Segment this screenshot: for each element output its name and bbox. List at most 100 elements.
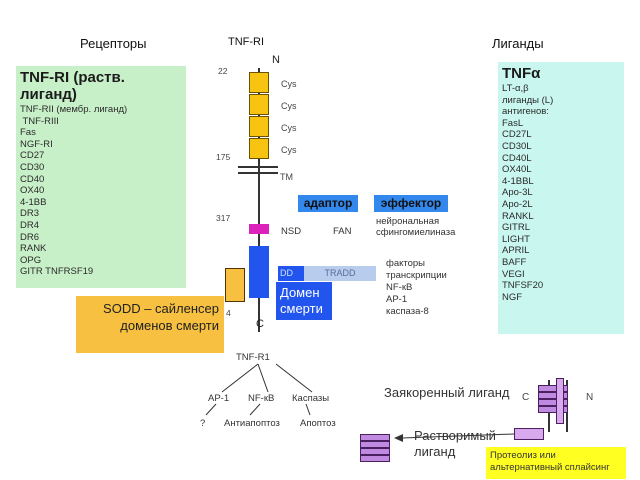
receptors-header: Рецепторы (80, 36, 147, 51)
ligand-list-item: FasL (502, 117, 524, 129)
ligand-box-title: TNFα (502, 65, 541, 82)
tree-root: TNF-R1 (236, 352, 270, 363)
ligand-list-item: GITRL (502, 222, 530, 234)
ligand-list-item: 4-1BBL (502, 175, 534, 187)
sodd-box: SODD – сайленсер доменов смерти (76, 296, 224, 353)
ligand-list-item: LT-α,β (502, 83, 529, 94)
residue-317: 317 (216, 213, 231, 223)
tm-label: TM (280, 172, 293, 182)
anchored-ligand-label: Заякоренный лиганд (384, 385, 510, 400)
fan-label: FAN (333, 226, 352, 237)
transcription-factor-item: AP-1 (386, 294, 408, 305)
ligand-list-item: лиганды (L) (502, 94, 554, 106)
anchored-stalk (556, 378, 564, 424)
tree-lines (221, 363, 313, 393)
soluble-arrow (394, 433, 515, 442)
receptor-list-item: CD30 (20, 161, 45, 173)
ligand-list-item: CD40L (502, 152, 532, 164)
c-terminus-label: C (256, 318, 264, 330)
cys-label-1: Cys (281, 79, 297, 89)
receptor-list-item: OPG (20, 254, 42, 266)
membrane-line-2 (238, 172, 278, 174)
ligand-list-item: LIGHT (502, 233, 530, 245)
receptor-list-item: OX40 (20, 185, 45, 197)
adaptor-label: адаптор (298, 195, 358, 212)
death-domain-label: Домен смерти (276, 282, 332, 320)
receptor-list-item: TNF-RII (мембр. лиганд) (20, 104, 128, 115)
cys-label-3: Cys (281, 123, 297, 133)
anchored-ligand-unit-2 (538, 392, 568, 399)
receptor-list-item: RANK (20, 243, 47, 255)
receptor-list-item: Fas (20, 127, 36, 139)
receptor-list-item: DR6 (20, 231, 40, 243)
receptor-list-box: TNF-RI (раств. лиганд) TNF-RII (мембр. л… (16, 66, 186, 288)
tradd-label: TRADD (304, 266, 376, 281)
n-terminus-label: N (272, 54, 280, 66)
dd-label: DD (278, 266, 304, 281)
proteolysis-label: Протеолиз или альтернативный сплайсинг (490, 450, 610, 473)
ligand-list-item: OX40L (502, 164, 532, 176)
ligands-header: Лиганды (492, 36, 544, 51)
receptor-list-item: TNF-RIII (20, 115, 59, 127)
receptor-list-item: DR4 (20, 219, 40, 231)
outcome-unknown: ? (200, 418, 206, 429)
ligand-list-item: Apo-2L (502, 198, 533, 210)
transcription-factor-item: каспаза-8 (386, 306, 429, 317)
ligand-list-item: VEGI (502, 268, 525, 280)
outcome-arrows (205, 403, 311, 416)
outcome-antiapoptosis: Антиапоптоз (224, 418, 280, 429)
ligand-list-item: Apo-3L (502, 187, 533, 199)
anchored-ligand-unit-4 (538, 406, 568, 413)
receptor-backbone (258, 68, 260, 332)
cysteine-domain-1 (249, 72, 269, 93)
ligand-list-item: TNFSF20 (502, 280, 544, 292)
soluble-ligand-unit-1 (360, 434, 390, 441)
tnfri-header: TNF-RI (228, 36, 265, 48)
receptor-list-item: CD27 (20, 150, 45, 162)
receptor-list-item: CD40 (20, 173, 45, 185)
soluble-ligand-unit-2 (360, 441, 390, 448)
ligand-list-item: NGF (502, 291, 523, 303)
soluble-ligand-unit-4 (360, 455, 390, 462)
proteolysis-box: Протеолиз или альтернативный сплайсинг (486, 447, 626, 479)
sodd-block (225, 268, 245, 302)
branch-caspases: Каспазы (292, 393, 330, 404)
nsd-label: NSD (281, 226, 302, 237)
receptor-list-item: 4-1BB (20, 196, 47, 208)
cleaved-fragment (514, 428, 544, 440)
cysteine-domain-3 (249, 116, 269, 137)
residue-175: 175 (216, 152, 231, 162)
outcome-apoptosis: Апоптоз (300, 418, 336, 429)
receptor-list-item: GITR TNFRSF19 (20, 266, 94, 278)
cysteine-domain-4 (249, 138, 269, 159)
sodd-label: SODD – сайленсер доменов смерти (103, 301, 219, 333)
anchored-n-label: N (586, 392, 594, 403)
branch-nfkb: NF-кB (248, 393, 275, 404)
ligand-list-item: APRIL (502, 245, 530, 257)
transcription-title: факторы транскрипции (386, 258, 447, 281)
anchored-ligand-unit-3 (538, 399, 568, 406)
membrane-line-1 (238, 166, 278, 168)
branch-ap1: AP-1 (208, 393, 230, 404)
residue-4: 4 (226, 308, 231, 318)
soluble-ligand-label: Растворимый лиганд (414, 428, 496, 459)
transcription-factor-item: NF-кB (386, 282, 413, 293)
ligand-list-item: CD30L (502, 140, 532, 152)
ligand-list-item: CD27L (502, 129, 532, 141)
effector-label: эффектор (374, 195, 448, 212)
anchored-ligand-unit-1 (538, 385, 568, 392)
nsd-domain (249, 224, 269, 234)
receptor-list-item: NGF-RI (20, 138, 53, 150)
ligand-list-item: RANKL (502, 210, 534, 222)
cys-label-4: Cys (281, 145, 297, 155)
residue-22: 22 (218, 66, 228, 76)
receptor-box-title: TNF-RI (раств. лиганд) (20, 69, 125, 103)
soluble-ligand-unit-3 (360, 448, 390, 455)
ligand-list-item: антигенов: (502, 106, 549, 118)
cysteine-domain-2 (249, 94, 269, 115)
death-domain-bar (249, 246, 269, 298)
anchored-c-label: C (522, 392, 530, 403)
